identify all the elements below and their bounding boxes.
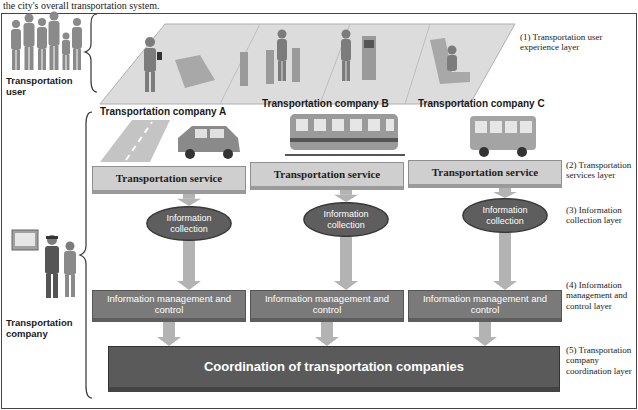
node-text: Coordination of transportation companies — [204, 359, 464, 375]
node-text: Information collection — [315, 209, 377, 230]
node-text: Information collection — [158, 213, 220, 234]
layer-label: (2) Transportation services layer — [566, 160, 636, 181]
node-text: Transportation service — [274, 168, 380, 181]
collection-oval: Information collection — [146, 206, 232, 241]
collection-oval: Information collection — [462, 198, 548, 233]
flow-arrow — [473, 322, 497, 346]
flow-arrow — [493, 188, 517, 198]
layer-label: (3) Information collection layer — [566, 205, 636, 226]
layer-label: (1) Transportation user experience layer — [520, 32, 634, 53]
service-band: Transportation service — [250, 162, 404, 190]
node-text: Transportation service — [116, 172, 222, 185]
flow-arrow — [334, 190, 358, 202]
flow-arrow — [334, 237, 358, 290]
layer-label: (5) Transportation company coordination … — [566, 345, 636, 376]
node-text: Information management and control — [257, 294, 397, 316]
node-text: Information collection — [474, 205, 536, 226]
bracket — [80, 112, 92, 398]
flow-arrow — [177, 241, 201, 290]
group-label: Transportation company — [6, 318, 78, 340]
node-text: Information management and control — [99, 294, 239, 316]
flow-arrow — [493, 233, 517, 290]
cut-caption: the city's overall transportation system… — [3, 0, 233, 12]
node-text: Transportation service — [432, 166, 538, 179]
company-header: Transportation company C — [418, 98, 568, 110]
service-band: Transportation service — [408, 160, 562, 188]
company-header: Transportation company A — [100, 106, 250, 118]
management-band: Information management and control — [408, 290, 562, 322]
flow-arrow — [177, 194, 201, 206]
user-scenes — [144, 30, 470, 93]
people-figures — [11, 12, 82, 71]
floor-plane — [100, 24, 515, 104]
flow-arrow — [315, 322, 339, 346]
frame — [2, 14, 637, 409]
node-text: Information management and control — [415, 294, 555, 316]
bus — [470, 116, 536, 157]
company-header: Transportation company B — [262, 98, 412, 110]
service-band: Transportation service — [92, 166, 246, 194]
management-band: Information management and control — [250, 290, 404, 322]
train — [285, 114, 405, 155]
management-band: Information management and control — [92, 290, 246, 322]
car-road — [100, 120, 240, 162]
group-label: Transportation user — [6, 76, 82, 98]
coordination-band: Coordination of transportation companies — [108, 346, 560, 392]
collection-oval: Information collection — [303, 202, 389, 237]
staff-figures — [12, 230, 76, 298]
bracket — [85, 14, 97, 92]
flow-arrow — [157, 322, 181, 346]
layer-label: (4) Information management and control l… — [566, 280, 636, 311]
